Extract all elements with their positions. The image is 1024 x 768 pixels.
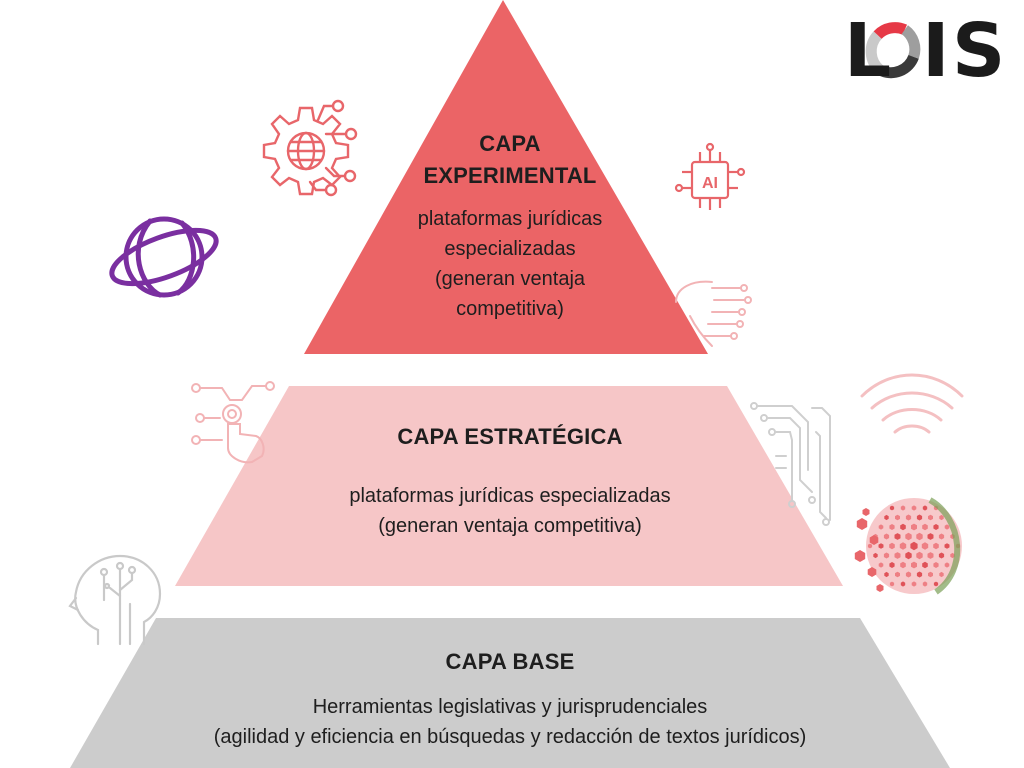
hexagon-cell <box>933 581 939 587</box>
layer-base-desc-line: Herramientas legislativas y jurisprudenc… <box>312 696 708 718</box>
hexagon-cell <box>905 551 912 560</box>
layer-experimental-shape <box>304 0 708 354</box>
hexagon-cell <box>884 514 889 521</box>
logo-letter-i: I <box>922 8 950 94</box>
hexagon-cell <box>922 523 928 531</box>
hexagon-cell <box>928 514 933 521</box>
hexagon-cell <box>922 505 928 511</box>
layer-base-desc-line: (agilidad y eficiencia en búsquedas y re… <box>213 726 807 748</box>
hexagon-cell <box>928 571 933 578</box>
hexagon-cell <box>911 561 917 569</box>
hexagon-cell <box>916 532 923 541</box>
hexagon-cell <box>883 552 890 559</box>
hexagon-cell <box>910 541 918 551</box>
hexagon-cell <box>854 550 866 562</box>
hexagon-cell <box>905 571 912 578</box>
hexagon-cell <box>894 533 901 540</box>
logo-letter-s: S <box>952 8 1006 94</box>
hexagon-cell <box>869 535 879 545</box>
hexagon-cell <box>900 505 906 511</box>
logo-letter-l: L <box>844 8 892 94</box>
hexagon-cell <box>939 514 944 521</box>
hexagon-cell <box>950 552 955 559</box>
hexagon-cell <box>867 567 877 577</box>
layer-experimental-title-line2: EXPERIMENTAL <box>423 163 597 188</box>
hexagon-cell <box>922 561 928 569</box>
hexagon-cell <box>905 514 912 521</box>
hexagon-cell <box>899 542 907 550</box>
layer-experimental-desc-line: (generan ventaja <box>434 268 586 290</box>
circuit-board-icon <box>750 402 831 526</box>
hexagon-cell <box>889 581 895 587</box>
layer-experimental-desc-line: competitiva) <box>456 298 564 320</box>
hexagon-cell <box>916 551 923 560</box>
layer-experimental-desc-line: plataformas jurídicas <box>417 208 603 230</box>
layer-strategic-desc-line: (generan ventaja competitiva) <box>378 515 642 537</box>
hexagon-cell <box>911 581 917 587</box>
layer-experimental-desc-line: especializadas <box>444 238 576 260</box>
hexagon-cell <box>900 561 906 569</box>
hexagon-sphere-icon <box>854 497 962 595</box>
hexagon-cell <box>884 571 889 578</box>
hexagon-cell <box>900 581 906 587</box>
hexagon-cell <box>894 552 901 559</box>
hexagon-cell <box>895 571 900 578</box>
hexagon-cell <box>933 562 939 568</box>
hexagon-cell <box>927 533 934 540</box>
hexagon-cell <box>911 523 917 531</box>
hexagon-cell <box>905 532 912 541</box>
hexagon-cell <box>867 543 873 549</box>
ai-chip-label: AI <box>702 175 718 192</box>
hexagon-cell <box>889 542 895 550</box>
logo-ring <box>865 22 921 79</box>
gear-globe-icon <box>262 99 358 197</box>
circuit-head-icon <box>675 280 752 347</box>
hexagon-cell <box>933 542 939 550</box>
hexagon-cell <box>933 524 939 530</box>
hexagon-cell <box>900 523 906 531</box>
touch-network-icon <box>191 381 275 464</box>
hexagon-cell <box>889 562 895 568</box>
hexagon-cell <box>878 524 884 530</box>
layer-strategic-desc-line: plataformas jurídicas especializadas <box>349 485 671 507</box>
hexagon-cell <box>895 514 900 521</box>
hexagon-cell <box>873 552 878 559</box>
hexagon-cell <box>916 571 923 578</box>
hexagon-cell <box>889 524 895 530</box>
hexagon-cell <box>944 543 950 549</box>
hexagon-cell <box>939 571 944 578</box>
hexagon-cell <box>938 533 945 540</box>
hexagon-cell <box>862 508 870 516</box>
hexagon-cell <box>911 505 917 511</box>
hexagon-cell <box>927 552 934 559</box>
wifi-icon <box>860 373 964 434</box>
hexagon-cell <box>922 581 928 587</box>
layer-strategic-title: CAPA ESTRATÉGICA <box>397 424 623 449</box>
ai-chip-icon <box>674 142 746 210</box>
hexagon-cell <box>889 505 895 511</box>
layer-base: CAPA BASE Herramientas legislativas y ju… <box>110 646 910 752</box>
hexagon-cell <box>921 542 929 550</box>
hexagon-cell <box>878 562 884 568</box>
hexagon-cell <box>878 543 884 549</box>
layer-base-shape <box>70 618 950 768</box>
hexagon-cell <box>856 518 868 530</box>
hexagon-cell <box>944 562 950 568</box>
hexagon-cell <box>938 552 945 559</box>
layer-strategic: CAPA ESTRATÉGICA plataformas jurídicas e… <box>260 421 760 541</box>
hexagon-cell <box>876 584 884 592</box>
layer-strategic-shape <box>175 386 843 586</box>
layer-experimental: CAPA EXPERIMENTAL plataformas jurídicas … <box>380 128 640 324</box>
hexagon-cell <box>944 524 950 530</box>
layer-base-title: CAPA BASE <box>445 649 575 674</box>
human-head-circuit-icon <box>68 554 162 646</box>
globe-icon <box>109 216 219 298</box>
layer-experimental-title-line1: CAPA <box>479 131 541 156</box>
hexagon-cell <box>883 533 890 540</box>
hexagon-cell <box>916 514 923 521</box>
